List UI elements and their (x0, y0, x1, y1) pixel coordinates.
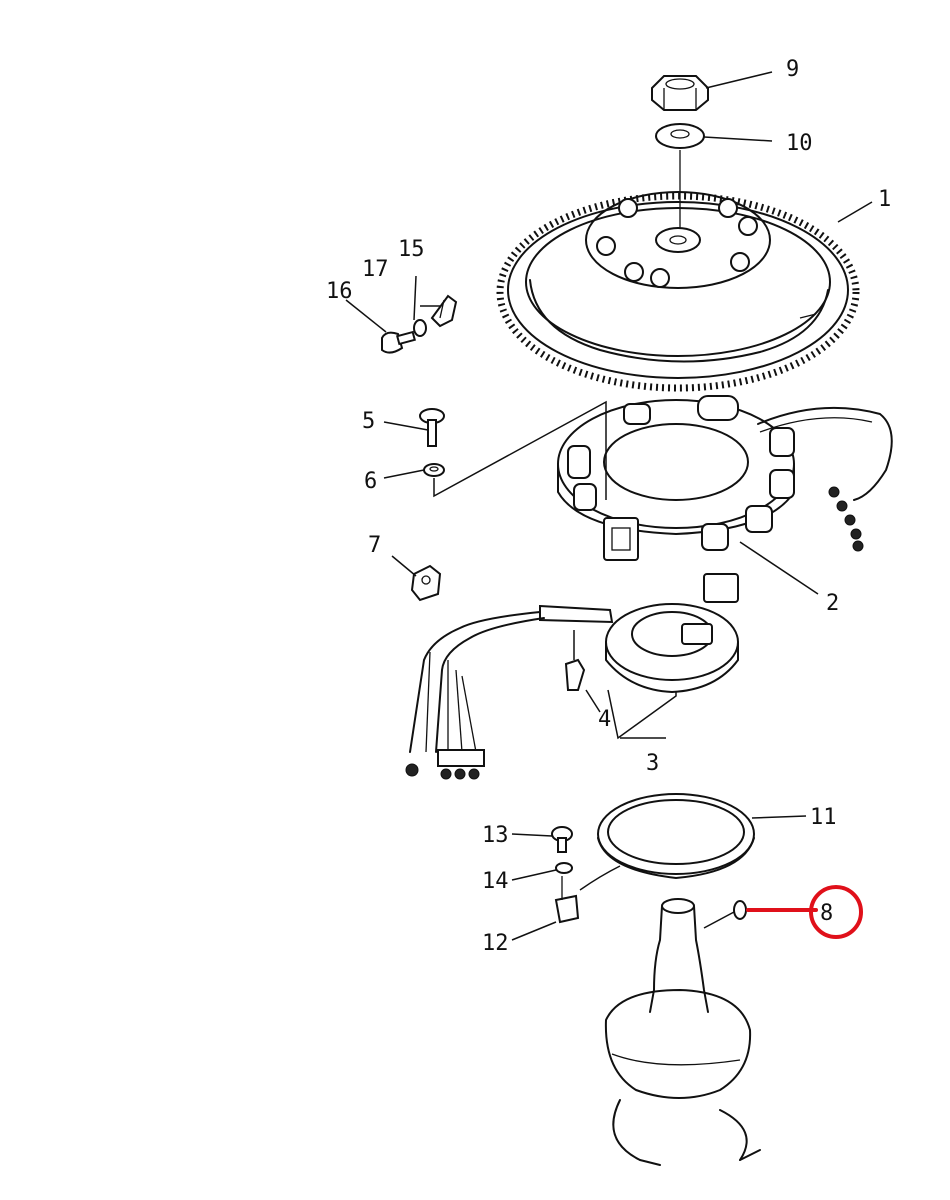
callout-17: 17 (362, 257, 389, 282)
highlight-circle (809, 885, 863, 939)
part-9-nut (651, 75, 709, 111)
callout-14: 14 (482, 869, 509, 894)
part-17-washer (413, 319, 427, 337)
part-3-base-assembly (405, 573, 739, 780)
part-14-washer (555, 862, 573, 874)
part-13-screw (551, 826, 573, 853)
part-10-washer (655, 123, 705, 149)
callout-12: 12 (482, 931, 509, 956)
callout-9: 9 (786, 57, 799, 82)
part-7-clamp (410, 564, 442, 602)
callout-10: 10 (786, 131, 813, 156)
callout-2: 2 (826, 591, 839, 616)
part-8-key (733, 900, 747, 920)
part-16-bolt (381, 330, 416, 354)
part-5-screw (419, 408, 445, 447)
part-1-flywheel (496, 191, 860, 392)
callout-5: 5 (362, 409, 375, 434)
part-12-bracket (554, 876, 580, 924)
callout-1: 1 (878, 187, 891, 212)
part-4-bolt (564, 630, 586, 691)
callout-16: 16 (326, 279, 353, 304)
part-15-clip (430, 294, 458, 328)
part-6-washer (423, 463, 445, 477)
callout-7: 7 (368, 533, 381, 558)
callout-8: 8 (820, 901, 833, 926)
callout-11: 11 (810, 805, 837, 830)
callout-6: 6 (364, 469, 377, 494)
part-2-stator (557, 395, 893, 561)
callout-13: 13 (482, 823, 509, 848)
part-11-ring (597, 793, 755, 879)
callout-15: 15 (398, 237, 425, 262)
crankshaft (604, 898, 761, 1166)
highlight-annotation (746, 885, 863, 939)
callout-3: 3 (646, 751, 659, 776)
callout-4: 4 (598, 707, 611, 732)
leader-lines (345, 71, 873, 941)
